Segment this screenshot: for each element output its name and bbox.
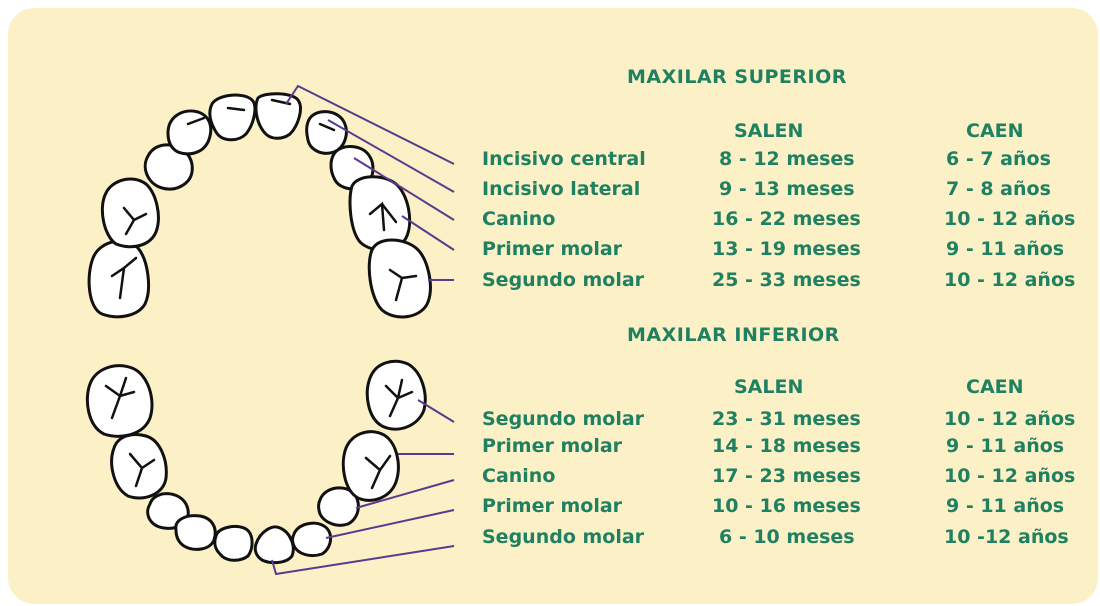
upper-caen-header: CAEN: [966, 120, 1024, 142]
salen-value: 9 - 13 meses: [719, 178, 855, 200]
tooth-name: Segundo molar: [482, 269, 644, 291]
lower-title: MAXILAR INFERIOR: [627, 324, 840, 346]
lower-right-second-molar: [87, 366, 152, 437]
caen-value: 7 - 8 años: [946, 178, 1051, 200]
caen-value: 10 - 12 años: [944, 408, 1075, 430]
upper-left-second-molar: [369, 240, 430, 317]
caen-value: 9 - 11 años: [946, 495, 1064, 517]
lower-caen-header: CAEN: [966, 376, 1024, 398]
caen-value: 10 -12 años: [944, 526, 1069, 548]
lower-left-first-molar: [343, 432, 398, 501]
salen-value: 13 - 19 meses: [712, 238, 861, 260]
caen-value: 10 - 12 años: [944, 465, 1075, 487]
tooth-name: Primer molar: [482, 435, 622, 457]
tooth-name: Segundo molar: [482, 526, 644, 548]
salen-value: 8 - 12 meses: [719, 148, 855, 170]
lower-salen-header: SALEN: [734, 376, 803, 398]
upper-right-second-molar: [89, 241, 148, 317]
tooth-name: Canino: [482, 208, 555, 230]
tooth-name: Incisivo lateral: [482, 178, 640, 200]
salen-value: 23 - 31 meses: [712, 408, 861, 430]
salen-value: 16 - 22 meses: [712, 208, 861, 230]
caen-value: 9 - 11 años: [946, 435, 1064, 457]
caen-value: 6 - 7 años: [946, 148, 1051, 170]
salen-value: 14 - 18 meses: [712, 435, 861, 457]
dental-chart-card: MAXILAR SUPERIOR SALEN CAEN Incisivo cen…: [8, 8, 1098, 604]
salen-value: 10 - 16 meses: [712, 495, 861, 517]
caen-value: 10 - 12 años: [944, 208, 1075, 230]
tooth-name: Primer molar: [482, 495, 622, 517]
tooth-name: Canino: [482, 465, 555, 487]
lower-right-central-incisor: [215, 526, 252, 560]
upper-title: MAXILAR SUPERIOR: [627, 66, 847, 88]
upper-right-first-molar: [102, 179, 158, 247]
caen-value: 9 - 11 años: [946, 238, 1064, 260]
upper-right-central-incisor: [210, 95, 255, 140]
salen-value: 6 - 10 meses: [719, 526, 855, 548]
lower-right-lateral-incisor: [176, 516, 215, 550]
salen-value: 25 - 33 meses: [712, 269, 861, 291]
lower-left-lateral-incisor: [293, 523, 331, 555]
salen-value: 17 - 23 meses: [712, 465, 861, 487]
upper-salen-header: SALEN: [734, 120, 803, 142]
tooth-name: Incisivo central: [482, 148, 646, 170]
tooth-name: Primer molar: [482, 238, 622, 260]
tooth-name: Segundo molar: [482, 408, 644, 430]
caen-value: 10 - 12 años: [944, 269, 1075, 291]
